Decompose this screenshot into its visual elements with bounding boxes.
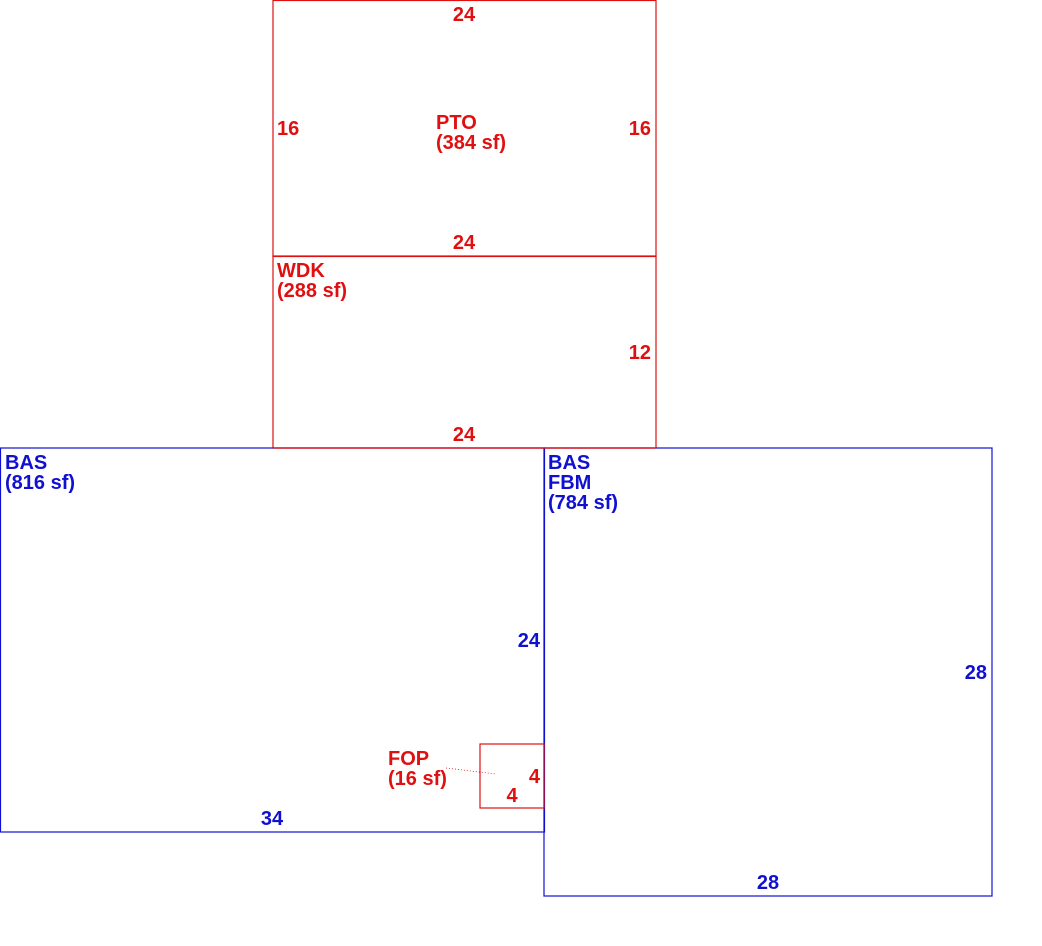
wdk-dim-right: 12 (629, 342, 651, 364)
bas-right-code2: FBM (548, 472, 591, 494)
fop-dim-bottom: 4 (506, 785, 518, 807)
wdk-code: WDK (277, 260, 325, 282)
bas-right-area-sf: (784 sf) (548, 492, 618, 514)
bas-right-dim-bottom: 28 (757, 872, 779, 894)
pto-dim-left: 16 (277, 118, 299, 140)
fop-code: FOP (388, 748, 429, 770)
bas-left-code: BAS (5, 452, 47, 474)
wdk-area-sf: (288 sf) (277, 280, 347, 302)
wdk-dim-bottom: 24 (453, 424, 476, 446)
bas-left-dim-right: 24 (518, 630, 541, 652)
fop-area-sf: (16 sf) (388, 768, 447, 790)
bas-right-outline (543, 447, 993, 897)
pto-area-sf: (384 sf) (436, 132, 506, 154)
fop-dim-right: 4 (529, 766, 541, 788)
pto-dim-right: 16 (629, 118, 651, 140)
bas-left-area-sf: (816 sf) (5, 472, 75, 494)
bas-right-dim-right: 28 (965, 662, 987, 684)
bas-left-dim-bottom: 34 (261, 808, 284, 830)
bas-right-code: BAS (548, 452, 590, 474)
pto-dim-top: 24 (453, 4, 476, 26)
bas-left-outline (0, 447, 546, 833)
pto-code: PTO (436, 112, 477, 134)
fop-leader-line (445, 767, 497, 775)
fop-outline (479, 743, 545, 809)
pto-dim-bottom: 24 (453, 232, 476, 254)
